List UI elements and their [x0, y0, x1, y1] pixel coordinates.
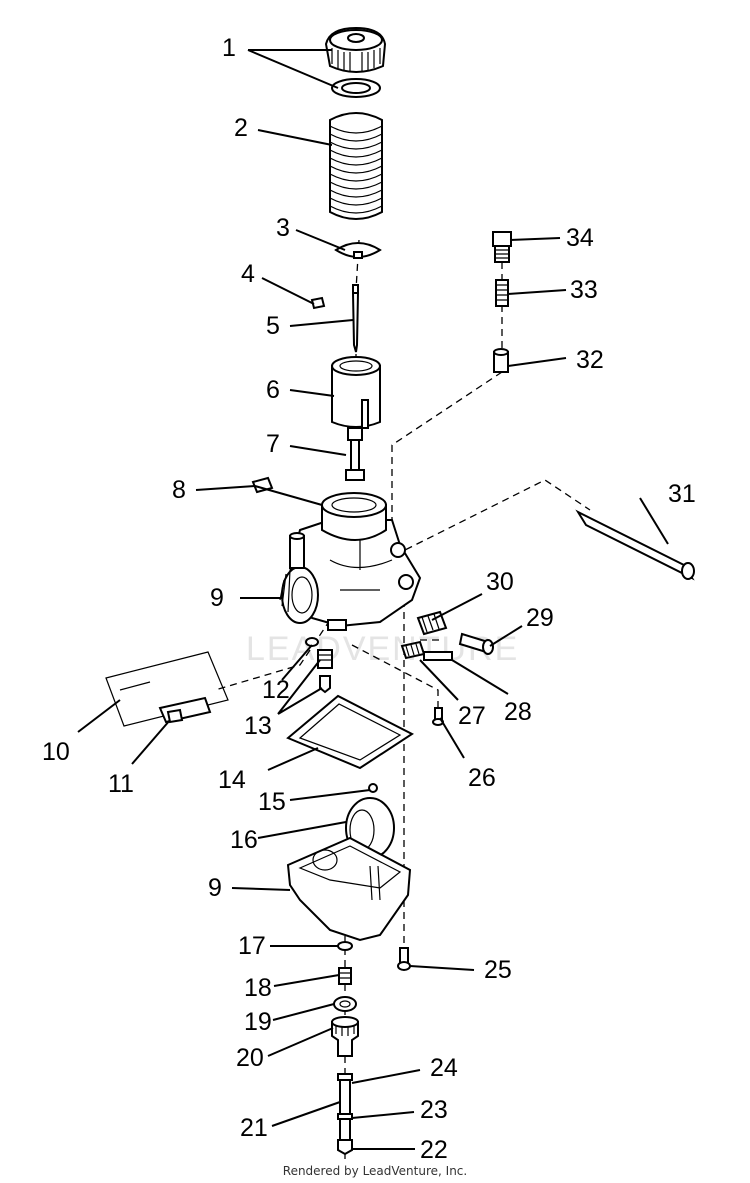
callout-13: 13: [244, 712, 272, 740]
part-20-drain-plug: [331, 1016, 359, 1057]
part-6-slide: [331, 356, 381, 429]
callout-15: 15: [258, 788, 286, 816]
part-22-cap: [337, 1139, 353, 1156]
callout-5: 5: [266, 312, 280, 340]
part-19-o-ring: [333, 996, 357, 1012]
callout-18: 18: [244, 974, 272, 1002]
callout-31: 31: [668, 480, 696, 508]
callout-11: 11: [108, 770, 134, 798]
part-3-retainer: [334, 242, 382, 259]
callout-25: 25: [484, 956, 512, 984]
callout-21: 21: [240, 1114, 268, 1142]
callout-6: 6: [266, 376, 280, 404]
callout-19: 19: [244, 1008, 272, 1036]
callout-14: 14: [218, 766, 246, 794]
part-31-tube: [575, 509, 695, 581]
callout-22: 22: [420, 1136, 448, 1164]
callout-27: 27: [458, 702, 486, 730]
callout-10: 10: [42, 738, 70, 766]
callout-8: 8: [172, 476, 186, 504]
callout-24: 24: [430, 1054, 458, 1082]
callout-26: 26: [468, 764, 496, 792]
callout-labels: 1 2 3 4 5 6 7 8 9 10 11 12 13 14 15 16 9…: [42, 34, 696, 1164]
part-27-28-idle-screw: [400, 640, 453, 661]
part-18-main-jet: [338, 967, 352, 985]
part-25-screw: [397, 947, 411, 971]
part-4-clip: [310, 296, 326, 310]
callout-30: 30: [486, 568, 514, 596]
part-1-cap: [324, 26, 387, 98]
callout-20: 20: [236, 1044, 264, 1072]
callout-34: 34: [566, 224, 594, 252]
callout-2: 2: [234, 114, 248, 142]
credit-text: Rendered by LeadVenture, Inc.: [282, 1164, 468, 1178]
part-26-screw: [432, 707, 444, 726]
part-21-24-tube: [337, 1073, 353, 1141]
part-33-spring: [495, 279, 509, 307]
part-32-fitting: [493, 348, 509, 373]
callout-4: 4: [241, 260, 255, 288]
part-17-washer: [337, 941, 353, 951]
callout-7: 7: [266, 430, 280, 458]
part-29-30-stop-screw: [416, 610, 494, 655]
part-2-spring: [329, 112, 383, 220]
part-7-needle-jet: [345, 427, 365, 481]
callout-33: 33: [570, 276, 598, 304]
callout-29: 29: [526, 604, 554, 632]
leader-lines: [77, 49, 669, 1150]
part-9-float-bowl: [286, 836, 412, 942]
part-9-carburetor-body: [279, 492, 422, 631]
callout-3: 3: [276, 214, 290, 242]
part-15-pin: [368, 783, 378, 793]
part-34-adjuster: [492, 231, 512, 263]
callout-32: 32: [576, 346, 604, 374]
callout-9: 9: [210, 584, 224, 612]
callout-17: 17: [238, 932, 266, 960]
callout-12: 12: [262, 676, 290, 704]
part-10-gasket: [105, 651, 229, 727]
callout-28: 28: [504, 698, 532, 726]
part-5-needle: [351, 284, 360, 353]
callout-16: 16: [230, 826, 258, 854]
part-11-plate: [158, 696, 212, 724]
callout-1: 1: [222, 34, 236, 62]
callout-9-lower: 9: [208, 874, 222, 902]
part-14-gasket: [286, 694, 414, 770]
callout-23: 23: [420, 1096, 448, 1124]
